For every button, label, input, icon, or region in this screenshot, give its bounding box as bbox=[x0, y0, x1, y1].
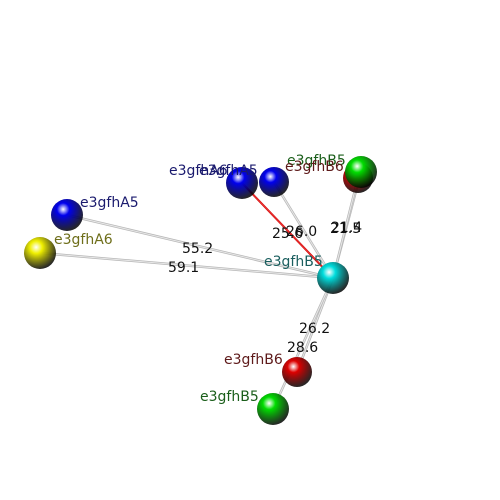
atom-label: e3gfhB5 bbox=[264, 254, 323, 270]
distance-line-highlight bbox=[39, 252, 334, 279]
atom-sphere[interactable] bbox=[51, 199, 83, 231]
distance-label: 55.2 bbox=[182, 241, 213, 257]
atom-sphere[interactable] bbox=[24, 237, 56, 269]
distance-label: 59.1 bbox=[168, 260, 199, 276]
distance-labels: 55.2 59.1 25.626.0 21.521.4 26.2 28.6 bbox=[168, 220, 362, 356]
atom-label: e3gfhB5 bbox=[287, 153, 346, 169]
atom-label: e3gfhA5 bbox=[80, 195, 139, 211]
distance-label: 28.6 bbox=[287, 340, 318, 356]
distance-label: 26.0 bbox=[286, 224, 317, 240]
distance-label: 25.6 bbox=[272, 226, 303, 242]
atom-sphere[interactable] bbox=[259, 167, 289, 197]
atom-sphere[interactable] bbox=[257, 393, 289, 425]
atom-label: e3gfhB5 bbox=[200, 389, 259, 405]
atom-sphere[interactable] bbox=[282, 357, 312, 387]
atom-label: e3gfhB6 bbox=[285, 159, 344, 175]
distance-label: 21.5 bbox=[330, 221, 361, 237]
distance-line-highlight bbox=[273, 181, 334, 279]
atom-label: e3gfhA5 bbox=[199, 163, 258, 179]
distance-label: 26.2 bbox=[299, 321, 330, 337]
atom-label: e3gfhA6 bbox=[54, 232, 113, 248]
distance-label: 21.4 bbox=[331, 220, 362, 236]
distance-line-highlight bbox=[66, 214, 334, 279]
atom-spheres bbox=[24, 156, 377, 425]
atom-sphere[interactable] bbox=[226, 167, 258, 199]
distance-line-highlight bbox=[272, 277, 334, 410]
atom-label: e3gfhB6 bbox=[224, 352, 283, 368]
distance-line-highlight bbox=[332, 177, 359, 279]
atom-sphere[interactable] bbox=[345, 156, 377, 188]
distance-lines bbox=[39, 171, 363, 410]
atom-label: e3gfhA6 bbox=[169, 163, 228, 179]
atom-labels: e3gfhA5e3gfhA6e3gfhA6e3gfhA5e3gfhB5e3gfh… bbox=[54, 153, 346, 405]
atom-sphere[interactable] bbox=[317, 262, 349, 294]
distance-line-highlight bbox=[241, 182, 334, 279]
